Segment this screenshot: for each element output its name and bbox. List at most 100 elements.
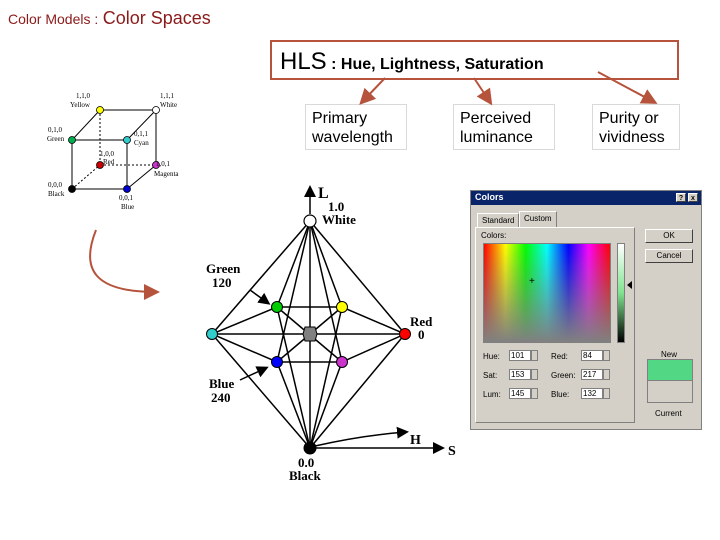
luminance-slider[interactable] — [617, 243, 625, 343]
hls-hexcone — [210, 185, 445, 454]
label-lightness: Perceived luminance — [453, 104, 555, 150]
hexcone-green-label: Green — [206, 261, 241, 276]
arrow-cube-to-hexcone — [89, 229, 160, 300]
cube-vertex-green — [68, 136, 76, 144]
cube-coord-green: 0,1,0 — [48, 126, 63, 134]
cube-name-green: Green — [47, 135, 65, 143]
cube-vertex-black — [68, 185, 76, 193]
cube-vertex-yellow — [96, 106, 104, 114]
current-label: Current — [655, 409, 682, 418]
cube-labels: 1,1,0 Yellow 1,1,1 White 0,1,0 Green 0,1… — [47, 92, 179, 211]
cube-name-white: White — [160, 101, 177, 109]
title-main: Color Spaces — [102, 8, 211, 28]
hexcone-black-label: Black — [289, 468, 322, 483]
new-label: New — [661, 350, 678, 359]
green-input[interactable]: 217 — [581, 369, 603, 380]
label-hue-line1: Primary — [312, 110, 368, 127]
current-color-swatch — [647, 381, 693, 403]
hue-input[interactable]: 101 — [509, 350, 531, 361]
hexcone-white-value: 1.0 — [328, 199, 344, 214]
hls-heading-main: HLS — [280, 48, 327, 75]
hexcone-blue-label: Blue — [209, 376, 235, 391]
tab-standard[interactable]: Standard — [477, 213, 520, 227]
tab-panel — [475, 227, 635, 423]
lum-label: Lum: — [483, 390, 501, 399]
hls-heading-rest: : Hue, Lightness, Saturation — [331, 56, 544, 73]
cube-name-cyan: Cyan — [134, 139, 149, 147]
dialog-title: Colors — [475, 192, 504, 202]
label-hue: Primary wavelength — [305, 104, 407, 150]
hexcone-black-value: 0.0 — [298, 455, 314, 470]
hexcone-white-vertex — [303, 214, 317, 228]
blue-input[interactable]: 132 — [581, 388, 603, 399]
green-label: Green: — [551, 371, 576, 380]
lum-input[interactable]: 145 — [509, 388, 531, 399]
hexcone-axis-l: L — [318, 185, 329, 202]
label-saturation: Purity or vividness — [592, 104, 680, 150]
hexcone-s-label: S — [448, 444, 456, 459]
hexcone-red-label: Red — [410, 314, 433, 329]
hexcone-red-vertex — [399, 328, 411, 340]
luminance-pointer-icon[interactable] — [627, 281, 632, 289]
cube-coord-white: 1,1,1 — [160, 92, 175, 100]
cube-vertex-magenta — [152, 161, 160, 169]
tab-custom[interactable]: Custom — [519, 211, 557, 227]
label-hue-line2: wavelength — [312, 129, 393, 146]
dialog-titlebar[interactable]: Colors ? x — [471, 191, 701, 205]
red-spinner[interactable] — [603, 350, 610, 361]
sat-label: Sat: — [483, 371, 498, 380]
hexcone-green-value: 120 — [212, 275, 232, 290]
green-spinner[interactable] — [603, 369, 610, 380]
arrow-to-lightness — [473, 77, 493, 106]
colors-dialog: Colors ? x Standard Custom Colors: + Hue… — [470, 190, 702, 430]
hexcone-black-vertex — [303, 441, 317, 455]
hexcone-red-value: 0 — [418, 327, 425, 342]
ok-button[interactable]: OK — [645, 229, 693, 243]
cube-coord-red: 1,0,0 — [100, 150, 115, 158]
hexcone-yellow-vertex — [336, 301, 348, 313]
new-color-swatch — [647, 359, 693, 381]
slide-title: Color Models : Color Spaces — [8, 8, 211, 29]
hexcone-labels: L 1.0 White Green 120 Red 0 Blue 240 H S… — [206, 185, 456, 483]
blue-spinner[interactable] — [603, 388, 610, 399]
cube-vertex-blue — [123, 185, 131, 193]
hexcone-white-label: White — [322, 212, 356, 227]
color-spectrum[interactable] — [483, 243, 611, 343]
sat-input[interactable]: 153 — [509, 369, 531, 380]
hexcone-green-vertex — [271, 301, 283, 313]
cube-name-blue: Blue — [121, 203, 134, 211]
blue-label: Blue: — [551, 390, 570, 399]
cube-vertex-cyan — [123, 136, 131, 144]
cube-name-magenta: Magenta — [154, 170, 179, 178]
hexcone-blue-value: 240 — [211, 390, 231, 405]
help-button[interactable]: ? — [676, 193, 686, 202]
cube-name-yellow: Yellow — [70, 101, 91, 109]
hexcone-blue-vertex — [271, 356, 283, 368]
cube-coord-blue: 0,0,1 — [119, 194, 134, 202]
label-saturation-line2: vividness — [599, 129, 665, 146]
red-label: Red: — [551, 352, 568, 361]
cube-coord-cyan: 0,1,1 — [134, 130, 149, 138]
hexcone-cyan-vertex — [206, 328, 218, 340]
cancel-button[interactable]: Cancel — [645, 249, 693, 263]
sat-spinner[interactable] — [531, 369, 538, 380]
cube-name-black: Black — [48, 190, 65, 198]
hls-heading-box: HLS : Hue, Lightness, Saturation — [270, 40, 679, 80]
cube-name-red: Red — [103, 158, 115, 166]
close-button[interactable]: x — [688, 193, 698, 202]
label-lightness-line1: Perceived — [460, 110, 532, 127]
cube-coord-black: 0,0,0 — [48, 181, 63, 189]
arrow-to-saturation — [597, 71, 658, 104]
hue-spinner[interactable] — [531, 350, 538, 361]
cube-coord-yellow: 1,1,0 — [76, 92, 91, 100]
arrow-to-hue — [359, 77, 386, 105]
lum-spinner[interactable] — [531, 388, 538, 399]
crosshair-icon: + — [529, 276, 535, 287]
hexcone-magenta-vertex — [336, 356, 348, 368]
red-input[interactable]: 84 — [581, 350, 603, 361]
rgb-cube — [71, 109, 157, 190]
hue-label: Hue: — [483, 352, 500, 361]
label-lightness-line2: luminance — [460, 129, 533, 146]
hexcone-gray-center — [302, 326, 318, 342]
